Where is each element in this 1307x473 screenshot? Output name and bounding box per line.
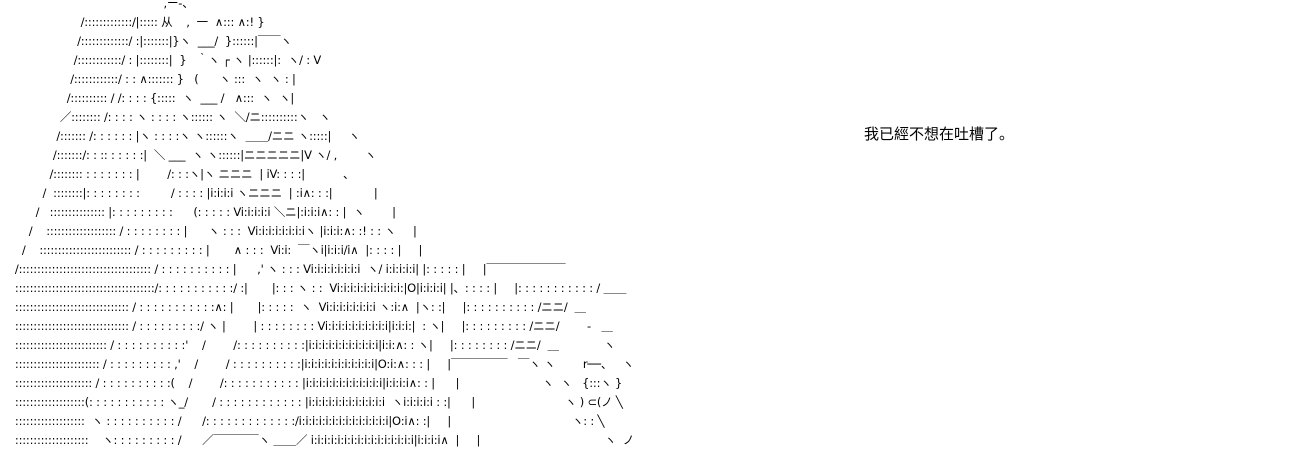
ascii-art-line: ::::::::::::::::::::::::::::::: / : : : … (8, 300, 586, 314)
ascii-art-line: ::::::::::::::::::::::::::::::: / : : : … (8, 319, 613, 333)
ascii-art-line: ::::::::::::::::::::::::: / : : : : : : … (8, 338, 616, 352)
ascii-art-line: / ::::::::::::::::::::::::: / : : : : : … (8, 243, 423, 257)
ascii-art-line: /::::::::::::/ : |::::::::| } ｀ヽ ┌ ヽ |::… (8, 53, 322, 67)
caption-text: 我已經不想在吐槽了。 (864, 125, 1015, 143)
ascii-art-line: / ::::::::::::::::::: / : : : : : : : : … (8, 224, 417, 238)
ascii-art-line: :::::::::::::::::::: ヽ: : : : : : : : : … (8, 433, 635, 447)
ascii-art-line: ::::::::::::::::::::::: / : : : : : : : … (8, 357, 634, 371)
ascii-art-line: /:::::::::: / /: : : : {::::: ヽ ___ / ∧:… (8, 91, 295, 105)
ascii-art-figure: ,ー-、 /:::::::::::::/|::::: 从 , 一 ∧::: ∧:… (8, 0, 634, 450)
ascii-art-line: :::::::::::::::::::(: : : : : : : : : : … (8, 395, 623, 409)
ascii-art-line: ,ー-、 (8, 0, 194, 10)
ascii-art-line: ::::::::::::::::::::: / : : : : : : : : … (8, 376, 623, 390)
ascii-art-line: /:::::::::::::::::::::::::::::::::::: / … (8, 262, 566, 276)
ascii-art-line: /::::::: /: : : : : : |ヽ : : : :ヽ ヽ:::::… (8, 129, 360, 143)
ascii-art-line: / ::::::::|: : : : : : : : / : : : : |i:… (8, 186, 378, 200)
ascii-art-line: /:::::::::::::/|::::: 从 , 一 ∧::: ∧:! } (8, 15, 265, 29)
ascii-art-line: ／:::::::: /: : : : ヽ : : : : ヽ:::::: ヽ ＼… (8, 110, 331, 124)
ascii-art-line: / ::::::::::::::: |: : : : : : : : : (: … (8, 205, 396, 219)
ascii-art-line: /:::::::: : : : : : : : | /: : :ヽ|ヽ ニニニ … (8, 167, 355, 181)
ascii-art-line: /:::::::::::::/ :|:::::::|}ヽ ___/ }:::::… (8, 34, 292, 48)
ascii-art-line: ::::::::::::::::::: ヽ : : : : : : : : : … (8, 414, 605, 428)
ascii-art-line: /::::::::::::/ : : ∧::::::: } ( ヽ ::: ヽ … (8, 72, 296, 86)
ascii-art-line: ::::::::::::::::::::::::::::::::::::::/:… (8, 281, 627, 295)
ascii-art-line: /:::::::/: : :: : : : : :| ＼ ___ ヽ ヽ::::… (8, 148, 377, 162)
